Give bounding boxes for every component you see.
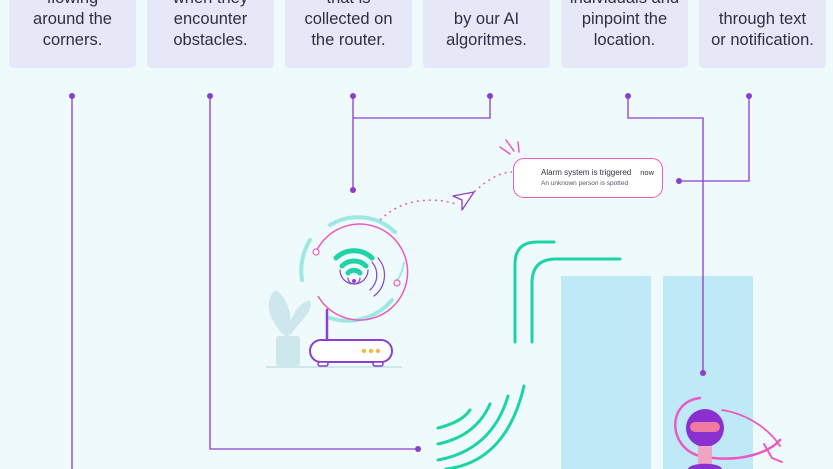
- wifi-icon: [333, 248, 386, 297]
- notification-title: Alarm system is triggered: [541, 168, 632, 177]
- card-3: that is collected on the router.: [285, 0, 412, 68]
- teal-walls: [513, 240, 622, 344]
- notification-time: now: [640, 168, 654, 177]
- card-3-text: that is collected on the router.: [304, 0, 393, 49]
- card-4-text: by our AI algoritmes.: [446, 10, 527, 49]
- card-5: individuals and pinpoint the location.: [561, 0, 688, 68]
- notification-card: Alarm system is triggered now An unknown…: [513, 158, 663, 198]
- dotted-path: [379, 199, 457, 221]
- card-6: through text or notification.: [699, 0, 826, 68]
- person-icon: [674, 396, 783, 469]
- connector-dots: [69, 93, 752, 452]
- signal-ring: [299, 215, 409, 323]
- column-left: [561, 276, 651, 469]
- card-2: when they encounter obstacles.: [147, 0, 274, 68]
- paper-plane-icon: [452, 191, 475, 211]
- card-1-text: flowing around the corners.: [33, 0, 112, 49]
- card-6-text: through text or notification.: [711, 10, 814, 49]
- dotted-path-2: [469, 171, 513, 197]
- card-5-text: individuals and pinpoint the location.: [570, 0, 679, 49]
- alert-spark-icon: [499, 139, 520, 155]
- notification-message: An unknown person is spotted: [541, 180, 629, 187]
- card-4: by our AI algoritmes.: [423, 0, 550, 68]
- signal-waves: [436, 384, 526, 469]
- connector-lines: [71, 96, 750, 469]
- router-icon: [309, 308, 393, 367]
- card-2-text: when they encounter obstacles.: [173, 0, 248, 49]
- card-1: flowing around the corners.: [9, 0, 136, 68]
- plant-icon: [266, 290, 402, 368]
